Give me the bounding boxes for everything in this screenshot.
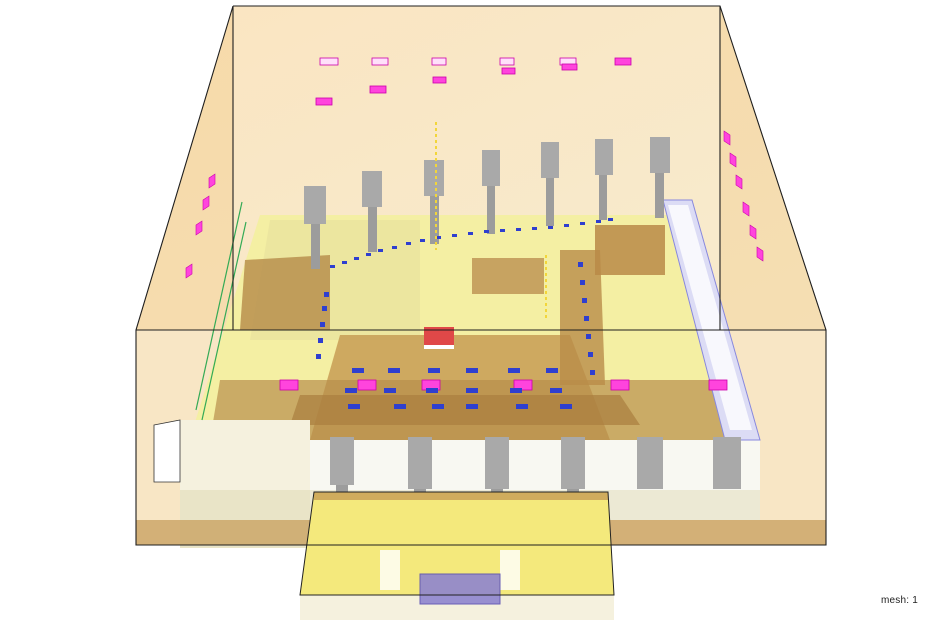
fire-source [424, 327, 454, 349]
wall-vents [185, 130, 764, 279]
mesh-indicator: mesh: 1 [881, 595, 918, 606]
seating-tiers [210, 225, 740, 440]
sensor-lines [435, 122, 547, 320]
room-wireframe [135, 5, 827, 546]
columns [304, 137, 741, 520]
ceiling-vents [279, 57, 728, 391]
side-duct [662, 199, 761, 441]
heater-markers [316, 218, 613, 409]
wall-wires [195, 201, 247, 421]
annex-box [299, 491, 615, 620]
